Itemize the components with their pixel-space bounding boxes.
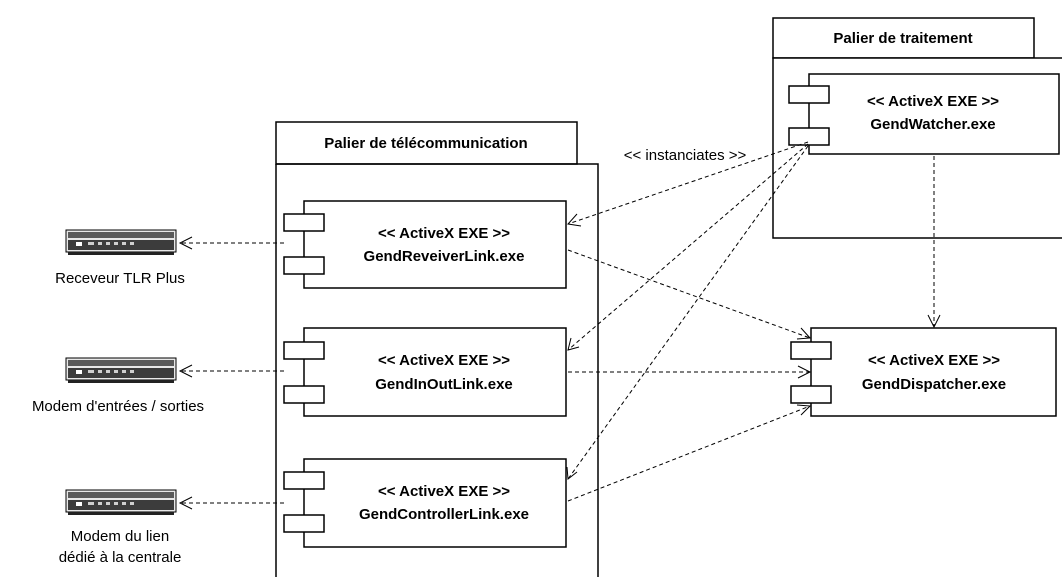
- arrowhead: [796, 404, 812, 416]
- modem-device-icon: [65, 357, 177, 384]
- device-label-line2: dédié à la centrale: [59, 549, 182, 566]
- component-stereotype: << ActiveX EXE >>: [868, 352, 1000, 369]
- device-label: Receveur TLR Plus: [55, 270, 185, 287]
- component-box: [303, 327, 567, 417]
- component-genddispatcher: << ActiveX EXE >> GendDispatcher.exe: [790, 327, 1057, 417]
- component-stereotype: << ActiveX EXE >>: [378, 225, 510, 242]
- component-gendinoutlink: << ActiveX EXE >> GendInOutLink.exe: [283, 327, 567, 417]
- component-name: GendWatcher.exe: [870, 116, 995, 133]
- component-stereotype: << ActiveX EXE >>: [378, 352, 510, 369]
- component-gendwatcher: << ActiveX EXE >> GendWatcher.exe: [788, 73, 1060, 155]
- component-name: GendReveiverLink.exe: [364, 248, 525, 265]
- component-icon: [790, 341, 832, 404]
- package-telecom-title: Palier de télécommunication: [324, 135, 527, 152]
- device-line-modem: Modem du lien dédié à la centrale: [59, 489, 182, 566]
- component-box: [303, 458, 567, 548]
- dep-watcher-to-inout: [567, 143, 809, 351]
- dep-controller-to-dispatcher: [567, 405, 811, 502]
- package-traitement-title: Palier de traitement: [833, 30, 972, 47]
- device-receiver: Receveur TLR Plus: [55, 229, 185, 287]
- dep-watcher-to-receiver: [567, 141, 809, 225]
- arrowhead: [566, 466, 578, 480]
- arrowhead: [178, 236, 193, 250]
- device-label: Modem d'entrées / sorties: [32, 398, 204, 415]
- component-icon: [788, 85, 830, 146]
- arrowhead: [178, 496, 193, 510]
- arrowhead: [796, 327, 812, 340]
- component-name: GendInOutLink.exe: [375, 376, 513, 393]
- component-gendcontrollerlink: << ActiveX EXE >> GendControllerLink.exe: [283, 458, 567, 548]
- component-stereotype: << ActiveX EXE >>: [378, 483, 510, 500]
- component-gendreceiverlink: << ActiveX EXE >> GendReveiverLink.exe: [283, 200, 567, 289]
- dep-watcher-to-controller: [567, 145, 809, 480]
- dependency-arrows: [178, 141, 941, 510]
- device-label-line1: Modem du lien: [71, 528, 169, 545]
- arrowhead: [567, 337, 580, 351]
- arrowhead: [927, 314, 941, 329]
- modem-device-icon: [65, 229, 177, 256]
- component-box: [303, 200, 567, 289]
- arrowhead: [567, 213, 582, 227]
- device-io-modem: Modem d'entrées / sorties: [32, 357, 204, 415]
- component-box: [808, 73, 1060, 155]
- component-icon: [283, 341, 325, 404]
- arrowhead: [178, 364, 193, 378]
- component-stereotype: << ActiveX EXE >>: [867, 93, 999, 110]
- component-icon: [283, 471, 325, 533]
- arrowhead: [797, 365, 812, 379]
- component-box: [810, 327, 1057, 417]
- modem-device-icon: [65, 489, 177, 516]
- component-name: GendDispatcher.exe: [862, 376, 1006, 393]
- instanciates-label: << instanciates >>: [624, 147, 747, 164]
- package-telecom-tab: [275, 121, 578, 165]
- package-traitement-tab: [772, 17, 1035, 59]
- dep-receiver-to-dispatcher: [567, 249, 811, 339]
- component-name: GendControllerLink.exe: [359, 506, 529, 523]
- component-icon: [283, 213, 325, 275]
